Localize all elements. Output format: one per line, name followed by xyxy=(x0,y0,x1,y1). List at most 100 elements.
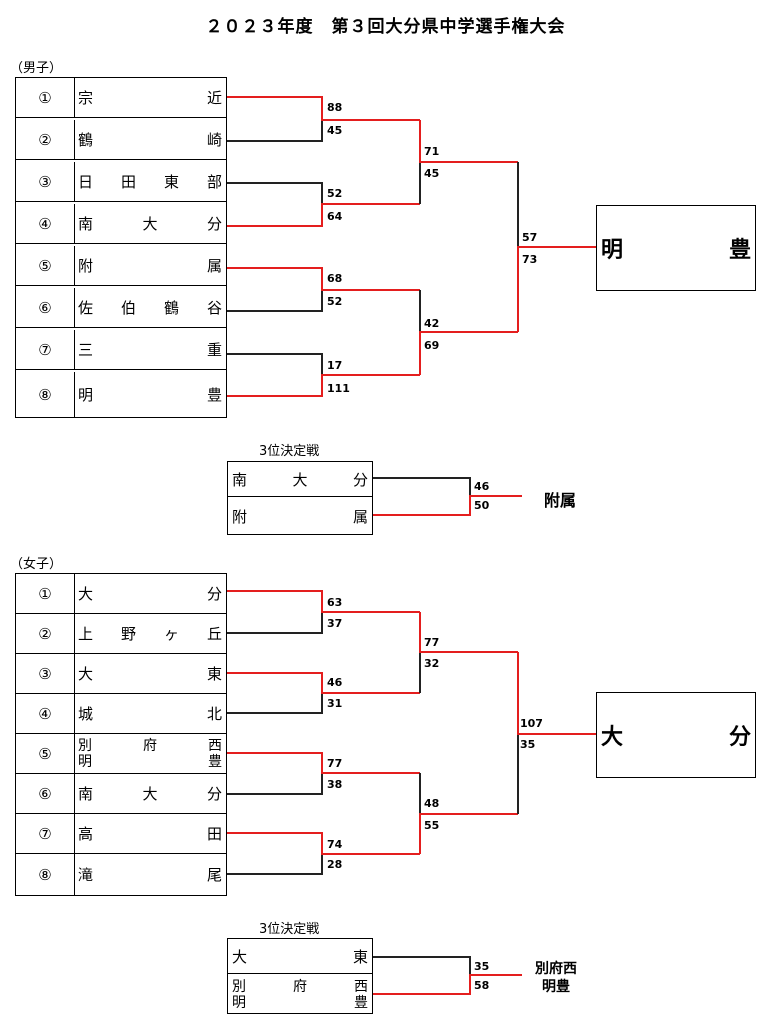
boys-third-place-winner: 附属 xyxy=(543,491,576,510)
table-row: ⑥ 南大分 xyxy=(16,774,226,814)
table-row: ⑧ 滝尾 xyxy=(16,854,226,895)
table-row: 大東 xyxy=(228,939,372,974)
match-score: 73 xyxy=(522,253,538,266)
team-name: 宗近 xyxy=(78,89,222,107)
boys-third-place-table: 南大分 附属 xyxy=(227,461,373,535)
match-score: 35 xyxy=(474,960,490,973)
girls-section-label: （女子） xyxy=(10,557,63,572)
table-row: ③ 日田東部 xyxy=(16,162,226,202)
seed-number: ③ xyxy=(16,162,75,201)
bracket-line-lose xyxy=(227,353,323,375)
match-score: 88 xyxy=(327,101,343,114)
bracket-line-win xyxy=(227,267,420,291)
boys-bracket xyxy=(227,96,596,516)
match-score: 77 xyxy=(424,636,440,649)
team-name: 附属 xyxy=(78,257,222,275)
team-name: 大東 xyxy=(78,665,222,683)
boys-champion-box: 明豊 xyxy=(596,205,756,291)
table-row: ⑤ 別府西 明豊 xyxy=(16,734,226,774)
girls-champion-box: 大分 xyxy=(596,692,756,778)
bracket-line-lose xyxy=(373,477,471,497)
match-score: 32 xyxy=(424,657,440,670)
bracket-line-lose xyxy=(373,956,471,976)
team-name: 高田 xyxy=(78,825,222,843)
match-score: 77 xyxy=(327,757,343,770)
match-score: 50 xyxy=(474,499,490,512)
team-name: 三重 xyxy=(78,341,222,359)
match-score: 111 xyxy=(327,382,350,395)
bracket-line-lose xyxy=(227,855,323,875)
bracket-line-win xyxy=(373,974,522,995)
table-row: 南大分 xyxy=(228,462,372,497)
match-score: 68 xyxy=(327,272,343,285)
team-name: 大分 xyxy=(78,585,222,603)
page-title: ２０２３年度 第３回大分県中学選手権大会 xyxy=(205,17,566,37)
bracket-line-lose xyxy=(227,182,323,204)
team-name: 南大分 xyxy=(78,215,222,233)
bracket-line-win xyxy=(419,120,518,163)
match-score: 46 xyxy=(327,676,343,689)
match-score: 55 xyxy=(424,819,440,832)
match-score: 28 xyxy=(327,858,343,871)
seed-number: ② xyxy=(16,614,75,653)
match-score: 63 xyxy=(327,596,343,609)
match-score: 31 xyxy=(327,697,343,710)
table-row: ⑦ 三重 xyxy=(16,330,226,370)
bracket-line-win xyxy=(227,752,420,774)
team-name: 明豊 xyxy=(78,386,222,404)
match-score: 17 xyxy=(327,359,343,372)
seed-number: ⑦ xyxy=(16,814,75,853)
table-row: ⑧ 明豊 xyxy=(16,372,226,417)
match-score: 42 xyxy=(424,317,440,330)
team-name: 別府西 明豊 xyxy=(78,737,222,770)
bracket-line-win xyxy=(419,612,518,653)
bracket-line-lose xyxy=(227,291,323,312)
match-score: 52 xyxy=(327,187,343,200)
match-score: 46 xyxy=(474,480,490,493)
table-row: ③ 大東 xyxy=(16,654,226,694)
match-score: 107 xyxy=(520,717,543,730)
match-score: 71 xyxy=(424,145,440,158)
girls-third-place-winner: 別府西 明豊 xyxy=(535,961,577,995)
match-score: 58 xyxy=(474,979,490,992)
bracket-line-win xyxy=(227,96,420,121)
bracket-line-lose xyxy=(227,774,323,795)
match-score: 38 xyxy=(327,778,343,791)
seed-number: ⑧ xyxy=(16,372,75,417)
seed-number: ⑧ xyxy=(16,854,75,895)
bracket-line-win xyxy=(227,590,420,613)
seed-number: ⑦ xyxy=(16,330,75,369)
girls-third-place-table: 大東 別府西 明豊 xyxy=(227,938,373,1014)
match-score: 74 xyxy=(327,838,343,851)
seed-number: ③ xyxy=(16,654,75,693)
match-score: 57 xyxy=(522,231,538,244)
seed-number: ④ xyxy=(16,204,75,243)
match-score: 69 xyxy=(424,339,440,352)
match-score: 48 xyxy=(424,797,440,810)
bracket-line-win xyxy=(419,813,518,854)
bracket-line-win xyxy=(227,203,420,227)
bracket-line-lose xyxy=(227,613,323,634)
bracket-line-win xyxy=(517,246,596,332)
table-row: ⑦ 高田 xyxy=(16,814,226,854)
table-row: ① 宗近 xyxy=(16,78,226,118)
match-score: 37 xyxy=(327,617,343,630)
bracket-line-win xyxy=(227,374,420,397)
boys-team-table: ① 宗近 ② 鶴崎 ③ 日田東部 ④ 南大分 ⑤ 附属 ⑥ 佐伯鶴谷 ⑦ 三重 … xyxy=(15,77,227,418)
bracket-line-lose xyxy=(227,694,323,714)
match-score: 45 xyxy=(424,167,440,180)
match-score: 52 xyxy=(327,295,343,308)
seed-number: ① xyxy=(16,574,75,613)
bracket-line-lose xyxy=(227,121,323,142)
table-row: ④ 南大分 xyxy=(16,204,226,244)
table-row: ① 大分 xyxy=(16,574,226,614)
match-score: 64 xyxy=(327,210,343,223)
girls-team-table: ① 大分 ② 上野ヶ丘 ③ 大東 ④ 城北 ⑤ 別府西 明豊 ⑥ 南大分 ⑦ 高… xyxy=(15,573,227,896)
team-name: 滝尾 xyxy=(78,866,222,884)
seed-number: ① xyxy=(16,78,75,117)
team-name: 佐伯鶴谷 xyxy=(78,299,222,317)
boys-section-label: （男子） xyxy=(10,61,63,76)
team-name: 上野ヶ丘 xyxy=(78,625,222,643)
team-name: 城北 xyxy=(78,705,222,723)
